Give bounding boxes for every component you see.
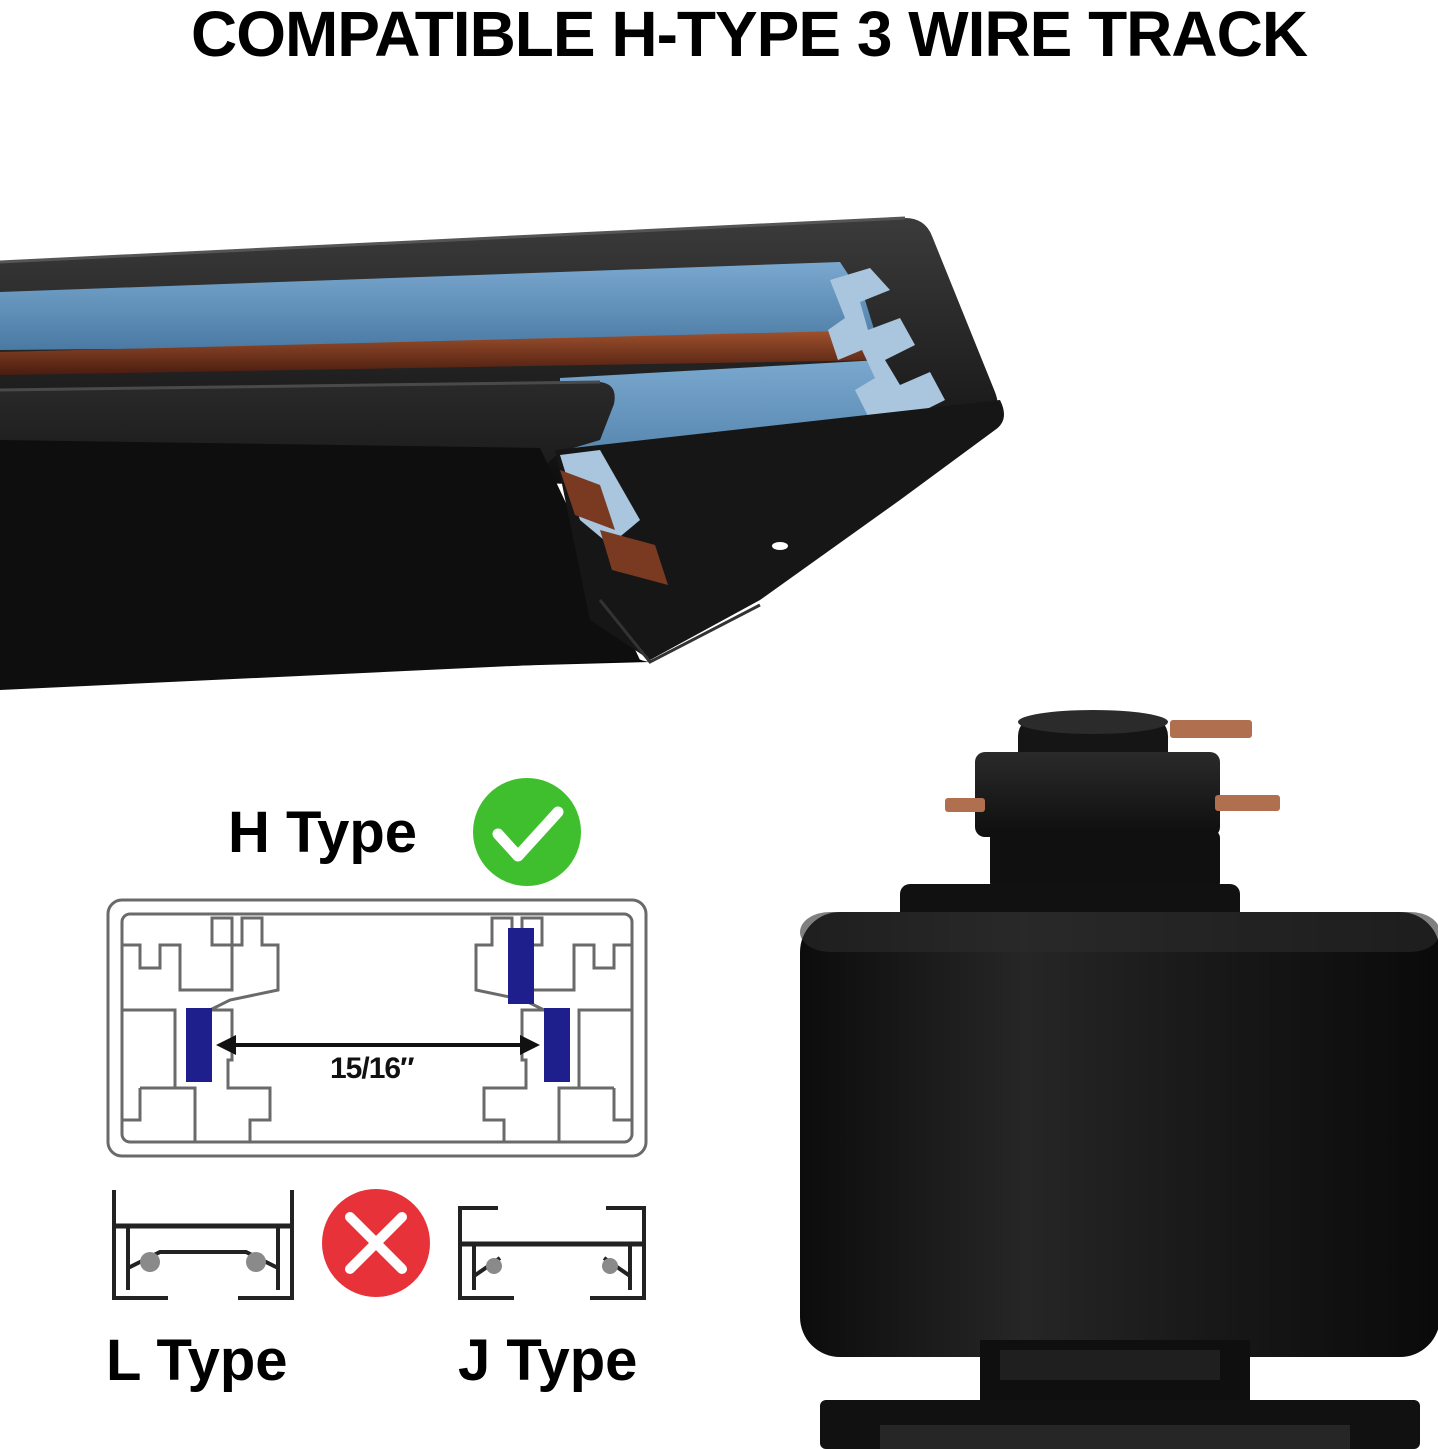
- adapter-contact-left: [945, 798, 985, 812]
- adapter-contact-top: [1170, 720, 1252, 738]
- adapter-body: [800, 912, 1438, 1357]
- l-type-label: L Type: [106, 1328, 288, 1393]
- adapter-contact-right: [1215, 795, 1280, 811]
- rail-insulator-upper: [0, 262, 878, 350]
- rail-end-profile: [828, 268, 945, 470]
- rail-conductor: [0, 330, 885, 375]
- headline: COMPATIBLE H-TYPE 3 WIRE TRACK: [190, 0, 1308, 70]
- rail-inner-groove: [555, 400, 1004, 660]
- h-type-label: H Type: [228, 800, 418, 865]
- rail-lower-copper-1: [560, 470, 615, 530]
- j-type-label: J Type: [458, 1328, 638, 1393]
- width-dimension-label: 15/16″: [330, 1052, 414, 1085]
- rail-bottom-face: [0, 440, 640, 690]
- rail-lower-copper-2: [600, 530, 668, 585]
